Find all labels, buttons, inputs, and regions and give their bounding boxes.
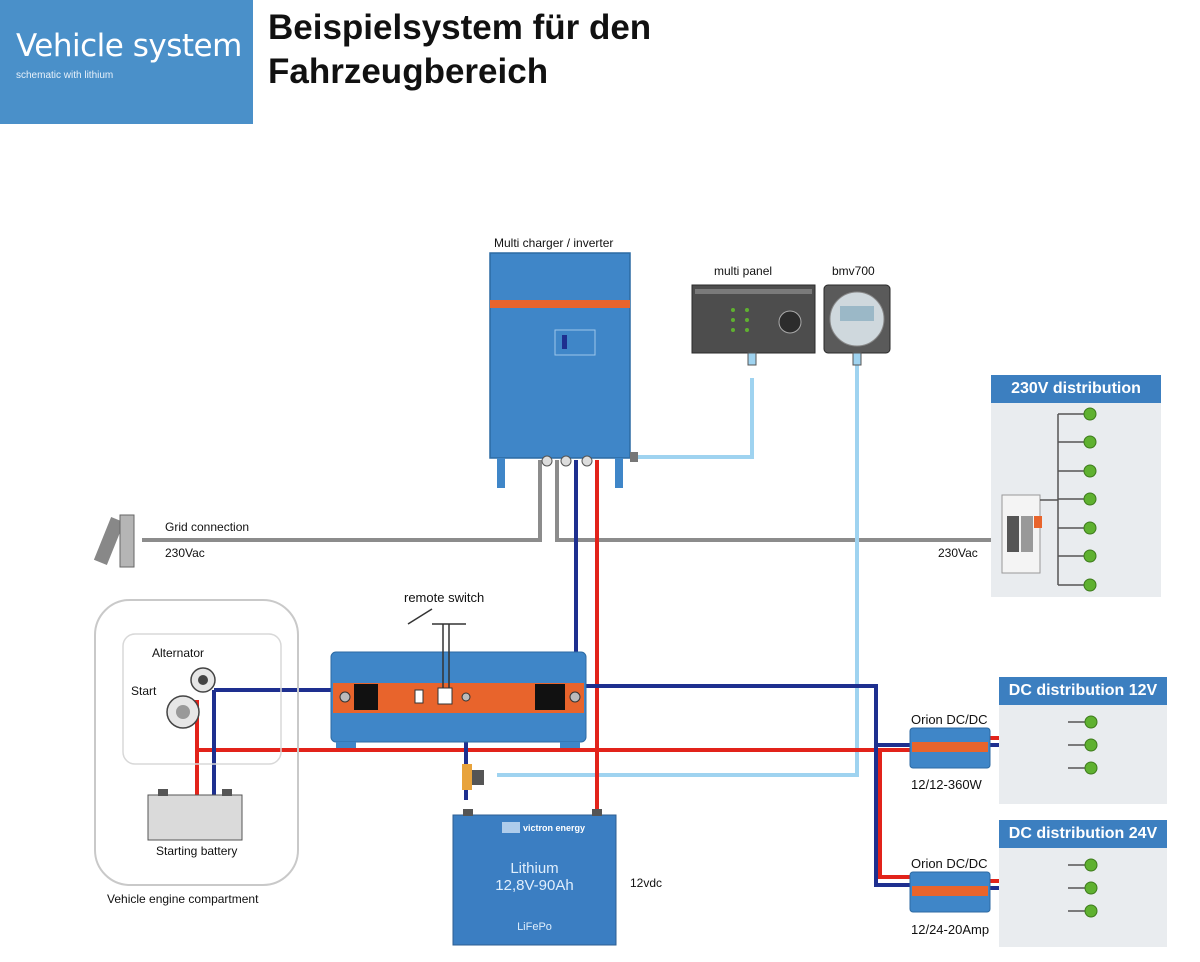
multi-panel-label: multi panel [714,264,773,278]
multi-label: Multi charger / inverter [494,236,614,250]
grid-ac-wire [142,460,542,542]
page-title-line2: Fahrzeugbereich [268,52,549,91]
engine-compartment-outline [94,599,299,886]
alternator-label: Alternator [152,646,205,660]
engine-compartment-label: Vehicle engine compartment [107,892,259,906]
multi-panel-cable [636,378,754,459]
remote-switch [407,608,466,688]
starting-battery-graphic [147,789,243,841]
orion2-title: Orion DC/DC [911,856,988,871]
battery-combiner [330,651,587,748]
battery-capacity: 12,8V-90Ah [495,877,574,894]
multi-inverter [489,252,638,488]
bmv-device [823,284,891,366]
grid-plug [93,514,135,568]
battery-chemistry: LiFePo [517,921,552,933]
orion2-model: 12/24-20Amp [911,922,990,937]
bmv-shunt-cable [497,362,859,777]
battery-type: Lithium [510,860,559,877]
shunt [462,764,484,790]
multi-panel-device [691,284,816,366]
ac-distribution-breaker [1001,494,1042,574]
starting-battery-label: Starting battery [156,844,238,858]
page-title-line1: Beispielsystem für den [268,8,652,47]
orion1-model: 12/12-360W [911,777,982,792]
grid-label: Grid connection [165,520,250,534]
ac-out-label: 230Vac [938,546,978,560]
dc12-outlets [1084,715,1098,775]
alternator-graphic [190,667,216,693]
header-badge: Vehicle system schematic with lithium [0,0,253,124]
remote-switch-label: remote switch [404,590,485,605]
engine-inner-outline [122,633,282,765]
comm-wires [497,362,859,777]
starter-graphic [166,695,200,729]
bmv-label: bmv700 [832,264,875,278]
vdc-label: 12vdc [630,876,663,890]
dc24-outlets [1084,858,1098,918]
orion24-positive [878,750,920,879]
battery-brand: victron energy [523,823,586,833]
start-label: Start [131,684,157,698]
ac-in-label: 230Vac [165,546,205,560]
ac-out-wire [555,460,1008,542]
orion24-negative [874,745,920,887]
lithium-battery [452,809,617,946]
ac-outlets [1083,407,1097,592]
page-title: Beispielsystem für den Fahrzeugbereich [268,6,651,94]
ac-outlet-tree [1040,413,1084,586]
dc12-distribution-title: DC distribution 12V [1008,682,1158,699]
orion-12-24 [909,871,991,913]
orion1-title: Orion DC/DC [911,712,988,727]
orion-12-12 [909,727,991,769]
orion12-negative [576,684,920,747]
header-title: Vehicle system [16,28,242,64]
header-subtitle: schematic with lithium [16,70,114,81]
dc24-distribution-title: DC distribution 24V [1008,825,1158,842]
ac-distribution-title: 230V distribution [1011,380,1141,397]
